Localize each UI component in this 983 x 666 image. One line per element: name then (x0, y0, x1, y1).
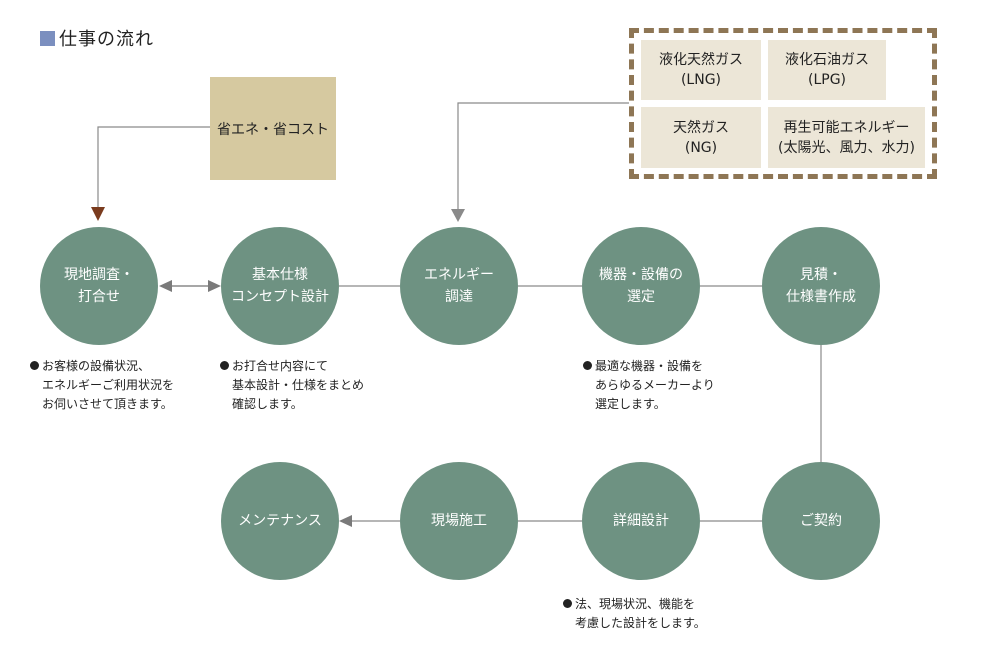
step-site-survey: 現地調査・ 打合せ (40, 227, 158, 345)
note-equipment-selection-line2: あらゆるメーカーより (595, 378, 715, 392)
note-detail-design: 法、現場状況、機能を 考慮した設計をします。 (563, 595, 706, 633)
step-maintenance: メンテナンス (221, 462, 339, 580)
energy-option-lng-line2: (LNG) (680, 72, 722, 88)
step-equipment-selection-line1: 機器・設備の (599, 267, 683, 283)
step-site-survey-line1: 現地調査・ (64, 267, 134, 283)
step-basic-design-line2: コンセプト設計 (231, 289, 329, 305)
step-estimate: 見積・ 仕様書作成 (762, 227, 880, 345)
bullet-icon (583, 361, 592, 370)
step-contract-line1: ご契約 (800, 513, 842, 529)
step-equipment-selection: 機器・設備の 選定 (582, 227, 700, 345)
note-detail-design-line1: 法、現場状況、機能を (575, 597, 696, 611)
arrow-left-gray-icon (339, 515, 352, 527)
step-energy-procurement: エネルギー 調達 (400, 227, 518, 345)
bullet-icon (30, 361, 39, 370)
step-construction: 現場施工 (400, 462, 518, 580)
bullet-icon (563, 599, 572, 608)
step-equipment-selection-line2: 選定 (627, 289, 655, 305)
note-equipment-selection-line1: 最適な機器・設備を (595, 359, 704, 373)
energy-option-lpg: 液化石油ガス (LPG) (768, 40, 886, 100)
connector-saving-to-survey (97, 126, 210, 208)
energy-option-ng: 天然ガス (NG) (641, 107, 761, 168)
step-maintenance-line1: メンテナンス (238, 513, 322, 529)
energy-option-renewable-line2: (太陽光、風力、水力) (778, 139, 915, 156)
step-construction-line1: 現場施工 (431, 513, 487, 529)
step-contract: ご契約 (762, 462, 880, 580)
arrow-down-brown-icon (91, 207, 105, 221)
step-basic-design-line1: 基本仕様 (252, 267, 308, 283)
step-detail-design: 詳細設計 (582, 462, 700, 580)
note-equipment-selection: 最適な機器・設備を あらゆるメーカーより 選定します。 (583, 357, 715, 414)
energy-option-lng: 液化天然ガス (LNG) (641, 40, 761, 100)
note-site-survey-line1: お客様の設備状況、 (42, 359, 151, 373)
title-square-icon (40, 30, 55, 46)
energy-saving-label: 省エネ・省コスト (217, 121, 329, 138)
page-title: 仕事の流れ (40, 26, 154, 50)
step-basic-design: 基本仕様 コンセプト設計 (221, 227, 339, 345)
arrow-left-icon (159, 280, 172, 292)
energy-option-ng-line2: (NG) (684, 139, 718, 156)
note-basic-design-line3: 確認します。 (232, 397, 303, 411)
step-estimate-line1: 見積・ (800, 267, 842, 283)
page-title-text: 仕事の流れ (59, 29, 154, 50)
note-detail-design-line2: 考慮した設計をします。 (575, 616, 706, 630)
note-site-survey-line3: お伺いさせて頂きます。 (42, 397, 173, 411)
energy-saving-box: 省エネ・省コスト (210, 77, 336, 180)
bullet-icon (220, 361, 229, 370)
arrow-down-gray-icon (451, 209, 465, 222)
energy-option-lng-line1: 液化天然ガス (659, 52, 743, 68)
note-equipment-selection-line3: 選定します。 (595, 397, 666, 411)
energy-option-lpg-line2: (LPG) (807, 72, 846, 88)
step-detail-design-line1: 詳細設計 (613, 513, 669, 529)
note-basic-design-line2: 基本設計・仕様をまとめ (232, 378, 365, 392)
arrow-right-icon (208, 280, 221, 292)
energy-option-renewable-line1: 再生可能エネルギー (783, 119, 910, 136)
step-estimate-line2: 仕様書作成 (786, 289, 856, 305)
step-energy-procurement-line2: 調達 (445, 289, 473, 305)
step-site-survey-line2: 打合せ (78, 289, 120, 305)
energy-option-lpg-line1: 液化石油ガス (785, 52, 869, 68)
note-site-survey-line2: エネルギーご利用状況を (42, 378, 175, 392)
note-site-survey: お客様の設備状況、 エネルギーご利用状況を お伺いさせて頂きます。 (30, 357, 174, 414)
energy-option-renewable: 再生可能エネルギー (太陽光、風力、水力) (768, 107, 925, 168)
note-basic-design: お打合せ内容にて 基本設計・仕様をまとめ 確認します。 (220, 357, 364, 414)
connector-energy-to-procure (457, 102, 629, 210)
energy-option-ng-line1: 天然ガス (673, 119, 729, 136)
step-energy-procurement-line1: エネルギー (424, 267, 494, 283)
note-basic-design-line1: お打合せ内容にて (232, 359, 329, 373)
energy-options-frame (629, 28, 937, 179)
